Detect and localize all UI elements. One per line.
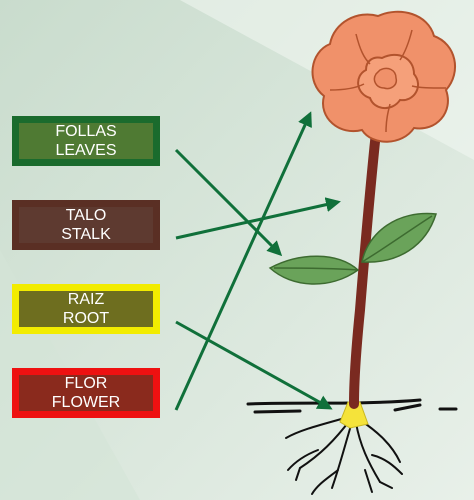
label-flower-line2: FLOWER xyxy=(52,393,120,412)
label-flower: FLOR FLOWER xyxy=(12,368,160,418)
label-stalk-line2: STALK xyxy=(61,225,111,244)
label-stalk: TALO STALK xyxy=(12,200,160,250)
label-leaves-line1: FOLLAS xyxy=(55,122,116,141)
label-leaves: FOLLAS LEAVES xyxy=(12,116,160,166)
label-stalk-line1: TALO xyxy=(66,206,107,225)
label-leaves-line2: LEAVES xyxy=(55,141,116,160)
label-root-line1: RAIZ xyxy=(68,290,104,309)
label-root-line2: ROOT xyxy=(63,309,109,328)
label-flower-line1: FLOR xyxy=(65,374,108,393)
label-root: RAIZ ROOT xyxy=(12,284,160,334)
